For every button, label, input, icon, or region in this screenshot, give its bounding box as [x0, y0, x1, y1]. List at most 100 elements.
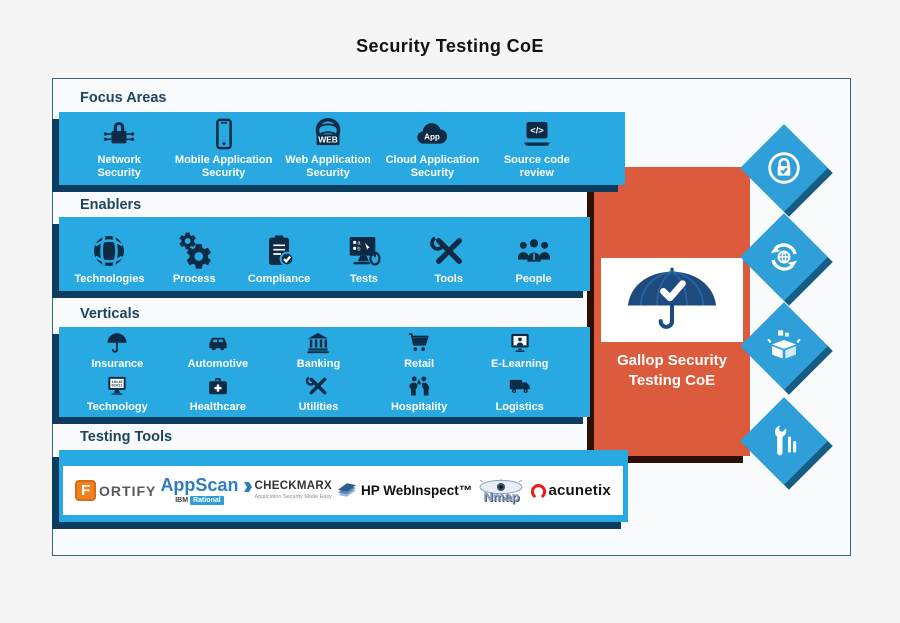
item-label: E-Learning — [490, 358, 549, 370]
vertical-item-healthcare: Healthcare — [168, 373, 269, 416]
vertical-item-retail: Retail — [369, 330, 470, 373]
vertical-item-technology: 10110 01011 Technology — [67, 373, 168, 416]
acunetix-wordmark: acunetix — [548, 482, 611, 499]
badge-verified-lock — [740, 124, 828, 212]
network-security-icon — [104, 122, 135, 144]
umbrella-check-icon — [628, 267, 716, 329]
vertical-item-automotive: Automotive — [168, 330, 269, 373]
monitor-code-icon: 10110 01011 — [108, 376, 126, 395]
logo-acunetix: acunetix — [530, 482, 611, 499]
enabler-item-technologies: Technologies — [67, 221, 152, 291]
cart-icon — [408, 333, 429, 351]
logo-hp-webinspect: HP WebInspect™ — [336, 482, 472, 500]
utilities-tools-icon — [306, 376, 329, 396]
item-label: Banking — [296, 358, 341, 370]
item-label: Healthcare — [189, 400, 247, 413]
verticals-heading: Verticals — [80, 306, 140, 322]
process-gears-icon — [179, 232, 212, 269]
appscan-wordmark: AppScan — [160, 475, 239, 495]
svg-text:01011: 01011 — [112, 385, 124, 389]
tools-crossed-icon — [429, 236, 464, 266]
enabler-item-tools: Tools — [406, 221, 491, 291]
vertical-item-logistics: Logistics — [469, 373, 570, 416]
enabler-item-people: People — [491, 221, 576, 291]
focus-areas-heading: Focus Areas — [80, 90, 167, 106]
svg-text:b: b — [357, 247, 360, 253]
gallop-caption-line1: Gallop Security — [616, 352, 728, 369]
vertical-item-elearning: E-Learning — [469, 330, 570, 373]
item-label: Technologies — [74, 273, 145, 286]
enablers-heading: Enablers — [80, 197, 142, 213]
managed-tools-icon — [774, 425, 797, 456]
mobile-security-icon — [215, 118, 232, 150]
item-label: Automotive — [187, 358, 249, 370]
item-label: Utilities — [298, 400, 339, 413]
rational-badge: Rational — [190, 496, 224, 505]
checkmarx-mark-icon — [243, 481, 252, 492]
item-label: Retail — [404, 358, 435, 370]
gallop-caption: Gallop Security Testing CoE — [594, 351, 750, 392]
item-label: Web Application Security — [285, 154, 371, 180]
focus-item-source-code-review: </> Source code review — [485, 116, 589, 185]
badge-continuous-sync — [740, 213, 828, 301]
testing-tools-heading: Testing Tools — [80, 429, 173, 445]
focus-areas-band: Network Security Mobile Application Secu… — [59, 112, 625, 185]
testing-tools-band: F ORTIFY AppScan IBM Rational CHECKMARX … — [59, 450, 628, 522]
ibm-wordmark: IBM — [175, 497, 189, 504]
svg-text:a: a — [357, 240, 361, 246]
umbrella-icon — [107, 333, 127, 353]
vertical-item-hospitality: Hospitality — [369, 373, 470, 416]
web-application-icon: WEB — [315, 117, 341, 146]
item-label: Cloud Application Security — [385, 154, 480, 180]
page-title: Security Testing CoE — [356, 36, 544, 56]
people-icon — [517, 239, 550, 262]
item-label: Logistics — [495, 400, 544, 413]
enabler-item-tests: a b Tests — [321, 221, 406, 291]
item-label: Process — [172, 273, 216, 286]
testing-tools-logo-strip: F ORTIFY AppScan IBM Rational CHECKMARX … — [63, 466, 623, 515]
webinspect-pages-icon — [338, 482, 357, 497]
focus-item-mobile-security: Mobile Application Security — [171, 116, 275, 185]
deployment-box-icon — [767, 330, 801, 359]
svg-text:App: App — [425, 132, 441, 141]
logo-fortify: F ORTIFY — [75, 480, 156, 501]
hp-webinspect-wordmark: HP WebInspect™ — [361, 483, 473, 498]
compliance-clipboard-icon — [269, 235, 295, 267]
medical-bag-icon — [209, 377, 227, 395]
verified-lock-icon — [768, 152, 800, 184]
technologies-globe-icon — [94, 236, 125, 267]
enablers-band: Technologies Process Compliance — [59, 217, 590, 291]
svg-text:WEB: WEB — [318, 134, 338, 144]
item-label: Network Security — [97, 154, 141, 180]
item-label: Compliance — [247, 273, 311, 286]
enabler-item-process: Process — [152, 221, 237, 291]
item-label: Technology — [86, 400, 148, 413]
item-label: People — [515, 273, 552, 286]
fortify-f-icon: F — [75, 480, 97, 501]
gallop-panel: Gallop Security Testing CoE — [594, 167, 750, 456]
bank-icon — [307, 332, 330, 354]
focus-item-web-security: WEB Web Application Security — [276, 116, 380, 185]
verticals-row-1: Insurance Automotive — [67, 330, 570, 373]
verticals-row-2: 10110 01011 Technology Healthcare — [67, 373, 570, 416]
umbrella-tile — [601, 258, 743, 342]
enabler-item-compliance: Compliance — [237, 221, 322, 291]
item-label: Tools — [434, 273, 463, 286]
acunetix-mark-icon — [531, 484, 547, 498]
hospitality-people-icon — [409, 376, 430, 396]
svg-text:</>: </> — [530, 126, 544, 136]
logo-checkmarx: CHECKMARX Application Security Made Easy — [243, 480, 332, 501]
continuous-sync-icon — [770, 243, 798, 271]
item-label: Mobile Application Security — [174, 154, 273, 180]
checkmarx-tagline: Application Security Made Easy — [254, 493, 332, 500]
focus-item-network-security: Network Security — [67, 116, 171, 185]
vertical-item-insurance: Insurance — [67, 330, 168, 373]
item-label: Hospitality — [390, 400, 448, 413]
vertical-item-banking: Banking — [268, 330, 369, 373]
logo-nmap: Nmap — [476, 478, 526, 503]
checkmarx-wordmark: CHECKMARX — [254, 480, 332, 492]
fortify-wordmark: ORTIFY — [99, 482, 157, 499]
verticals-band: Insurance Automotive — [59, 327, 590, 417]
elearning-icon — [511, 333, 529, 352]
